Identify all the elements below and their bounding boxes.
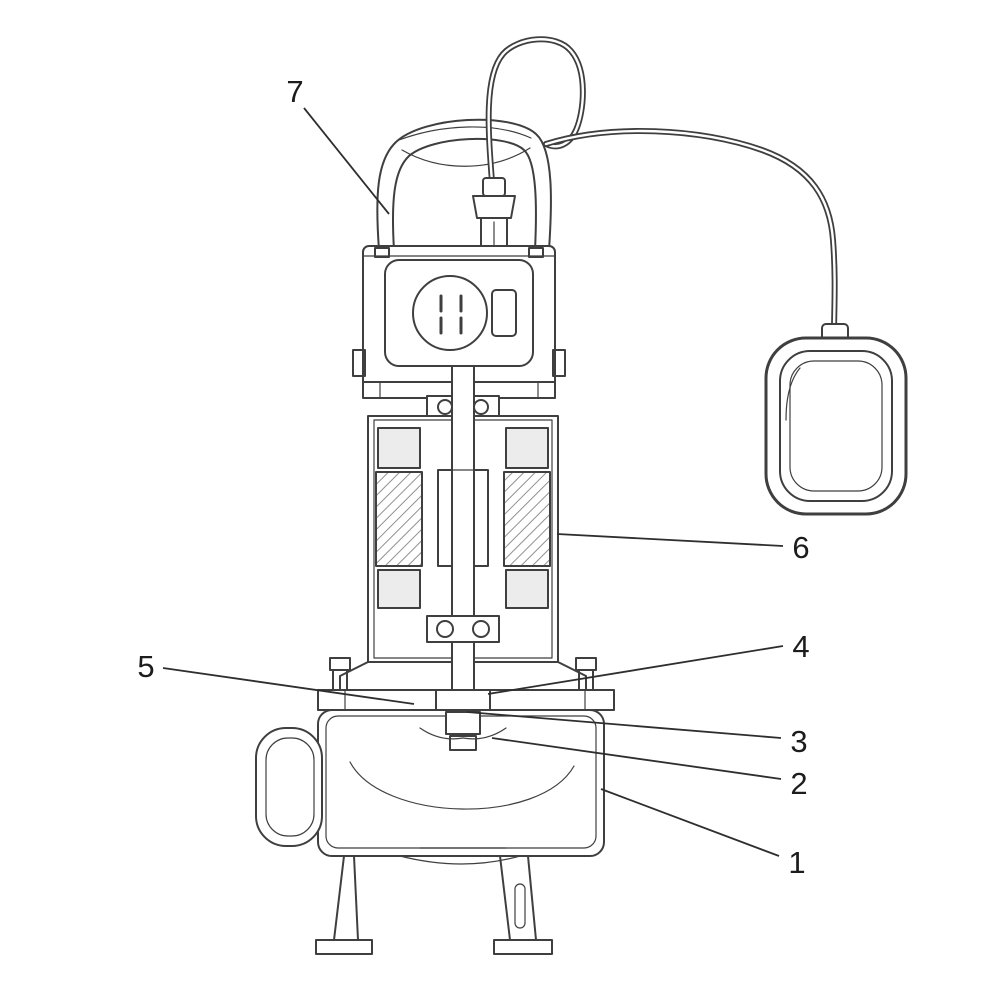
- float-switch: [764, 323, 908, 516]
- right-foot: [493, 939, 553, 955]
- leg-slot: [514, 883, 526, 929]
- seal-chamber: [317, 657, 615, 713]
- power-cable: [485, 36, 838, 337]
- impeller: [419, 711, 507, 751]
- leader-line-7: [303, 107, 390, 215]
- leader-line-4: [487, 645, 784, 695]
- cable-gland: [472, 177, 516, 251]
- callout-label-3: 3: [790, 724, 807, 759]
- leader-line-3: [466, 711, 782, 739]
- stand-legs: [315, 855, 553, 955]
- callout-leaders: [162, 107, 784, 857]
- discharge-port: [255, 727, 323, 847]
- callout-label-2: 2: [790, 766, 807, 801]
- left-leg: [333, 855, 359, 941]
- flange-bolt-right: [575, 657, 597, 671]
- callout-label-7: 7: [286, 74, 303, 109]
- stator-core-right: [503, 471, 551, 567]
- lower-bearing: [426, 615, 500, 643]
- terminal-block: [412, 275, 488, 351]
- winding-head-top-left: [377, 427, 421, 469]
- winding-head-bottom-left: [377, 569, 421, 609]
- winding-head-bottom-right: [505, 569, 549, 609]
- callout-label-1: 1: [788, 845, 805, 880]
- volute-casing: [255, 709, 605, 857]
- callout-label-4: 4: [792, 629, 809, 664]
- carry-handle: [376, 118, 552, 251]
- left-foot: [315, 939, 373, 955]
- terminal-pins: [439, 294, 463, 335]
- callout-labels: 1 2 3 4 5 6 7: [137, 74, 809, 880]
- motor-shaft: [451, 365, 475, 707]
- leader-line-1: [600, 788, 780, 857]
- mechanical-seal: [435, 689, 491, 713]
- capacitor: [491, 289, 517, 337]
- flange-bolt-left: [329, 657, 351, 671]
- terminal-box: [352, 245, 566, 399]
- leader-line-2: [491, 737, 782, 780]
- stator-core-left: [375, 471, 423, 567]
- callout-label-5: 5: [137, 649, 154, 684]
- leader-line-6: [556, 533, 784, 547]
- leader-line-5: [162, 667, 415, 705]
- callout-label-6: 6: [792, 530, 809, 565]
- winding-head-top-right: [505, 427, 549, 469]
